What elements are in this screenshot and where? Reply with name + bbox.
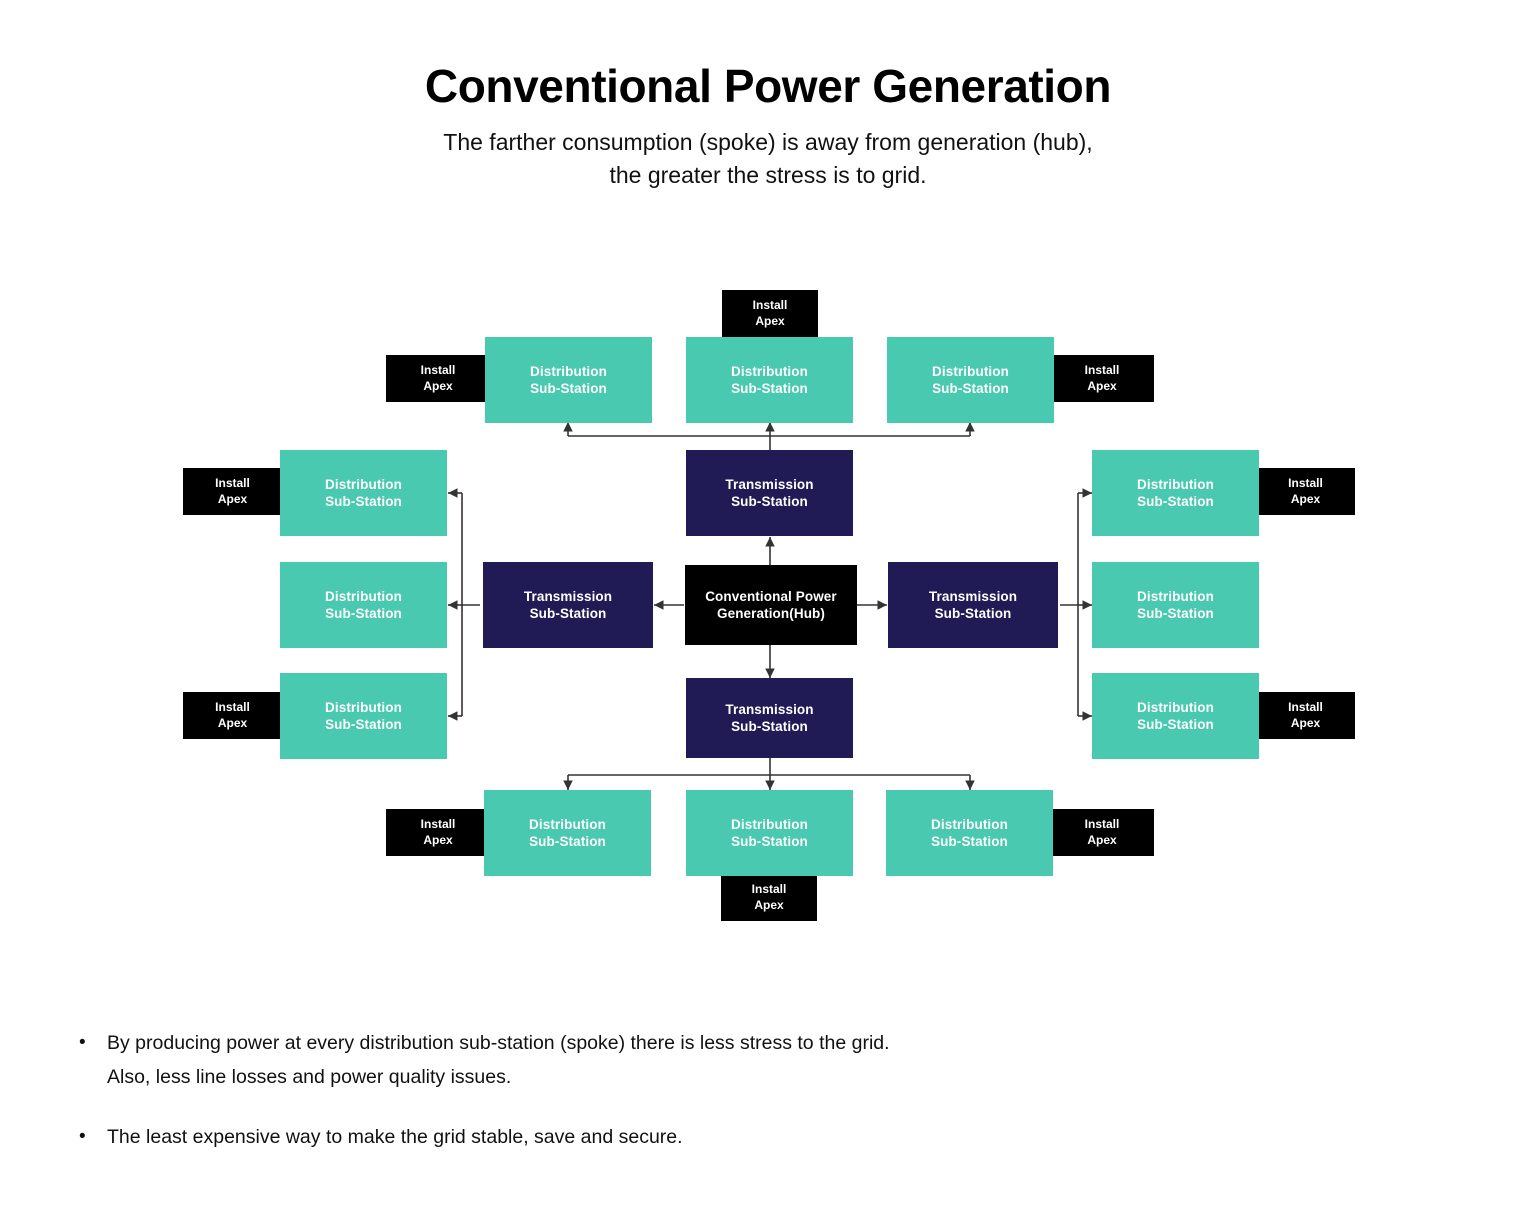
distribution-sub-station-bottom-2[interactable]: Distribution Sub-Station — [686, 790, 853, 876]
apex-tag-top-right[interactable]: Install Apex — [1050, 355, 1154, 402]
node-label: Transmission Sub-Station — [523, 588, 613, 621]
note-line-2: Also, less line losses and power quality… — [107, 1066, 512, 1089]
node-label: Transmission Sub-Station — [928, 588, 1018, 621]
apex-tag-label: Install Apex — [752, 297, 788, 328]
apex-tag-label: Install Apex — [1084, 816, 1120, 847]
subtitle-line-2: the greater the stress is to grid. — [609, 161, 927, 188]
node-label: Distribution Sub-Station — [1137, 588, 1214, 621]
apex-tag-left-1[interactable]: Install Apex — [183, 468, 282, 515]
apex-tag-label: Install Apex — [751, 881, 787, 912]
transmission-sub-station-top[interactable]: Transmission Sub-Station — [686, 450, 853, 536]
distribution-sub-station-left-3[interactable]: Distribution Sub-Station — [280, 673, 447, 759]
node-label: Distribution Sub-Station — [932, 363, 1009, 396]
apex-tag-label: Install Apex — [420, 816, 456, 847]
node-label: Transmission Sub-Station — [725, 701, 814, 734]
node-label: Distribution Sub-Station — [325, 476, 402, 509]
distribution-sub-station-right-3[interactable]: Distribution Sub-Station — [1092, 673, 1259, 759]
list-item: • By producing power at every distributi… — [70, 1026, 1270, 1094]
notes-list: • By producing power at every distributi… — [70, 1026, 1270, 1178]
apex-tag-top-left[interactable]: Install Apex — [386, 355, 490, 402]
conventional-power-generation-hub[interactable]: Conventional Power Generation(Hub) — [685, 565, 857, 645]
apex-tag-label: Install Apex — [215, 699, 250, 730]
apex-tag-label: Install Apex — [1288, 475, 1323, 506]
note-line-1: The least expensive way to make the grid… — [107, 1126, 683, 1149]
node-label: Distribution Sub-Station — [530, 363, 607, 396]
apex-tag-label: Install Apex — [420, 362, 456, 393]
subtitle-line-1: The farther consumption (spoke) is away … — [443, 129, 1093, 156]
node-label: Distribution Sub-Station — [731, 363, 808, 396]
apex-tag-left-3[interactable]: Install Apex — [183, 692, 282, 739]
apex-tag-right-1[interactable]: Install Apex — [1256, 468, 1355, 515]
apex-tag-bottom-right[interactable]: Install Apex — [1050, 809, 1154, 856]
distribution-sub-station-left-1[interactable]: Distribution Sub-Station — [280, 450, 447, 536]
distribution-sub-station-bottom-1[interactable]: Distribution Sub-Station — [484, 790, 651, 876]
distribution-sub-station-left-2[interactable]: Distribution Sub-Station — [280, 562, 447, 648]
page-subtitle: The farther consumption (spoke) is away … — [0, 126, 1536, 191]
distribution-sub-station-top-1[interactable]: Distribution Sub-Station — [485, 337, 652, 423]
transmission-sub-station-left[interactable]: Transmission Sub-Station — [483, 562, 653, 648]
apex-tag-label: Install Apex — [1084, 362, 1120, 393]
apex-tag-top-center[interactable]: Install Apex — [722, 290, 818, 337]
transmission-sub-station-right[interactable]: Transmission Sub-Station — [888, 562, 1058, 648]
page-title: Conventional Power Generation — [424, 60, 1112, 112]
node-label: Distribution Sub-Station — [731, 816, 808, 849]
list-item: • The least expensive way to make the gr… — [70, 1120, 1270, 1154]
distribution-sub-station-top-2[interactable]: Distribution Sub-Station — [686, 337, 853, 423]
distribution-sub-station-right-1[interactable]: Distribution Sub-Station — [1092, 450, 1259, 536]
node-label: Distribution Sub-Station — [1137, 476, 1214, 509]
distribution-sub-station-top-3[interactable]: Distribution Sub-Station — [887, 337, 1054, 423]
bullet-icon: • — [79, 1032, 86, 1053]
node-label: Distribution Sub-Station — [1137, 699, 1214, 732]
bullet-icon: • — [79, 1126, 86, 1148]
node-label: Distribution Sub-Station — [931, 816, 1008, 849]
header: Conventional Power Generation The farthe… — [0, 0, 1536, 192]
distribution-sub-station-right-2[interactable]: Distribution Sub-Station — [1092, 562, 1259, 648]
node-label: Distribution Sub-Station — [325, 588, 402, 621]
apex-tag-bottom-left[interactable]: Install Apex — [386, 809, 490, 856]
transmission-sub-station-bottom[interactable]: Transmission Sub-Station — [686, 678, 853, 758]
node-label: Distribution Sub-Station — [529, 816, 606, 849]
apex-tag-right-3[interactable]: Install Apex — [1256, 692, 1355, 739]
node-label: Conventional Power Generation(Hub) — [705, 588, 837, 621]
distribution-sub-station-bottom-3[interactable]: Distribution Sub-Station — [886, 790, 1053, 876]
note-line-1: By producing power at every distribution… — [107, 1032, 890, 1054]
node-label: Transmission Sub-Station — [725, 476, 814, 509]
apex-tag-label: Install Apex — [1288, 699, 1323, 730]
apex-tag-bottom-center[interactable]: Install Apex — [721, 874, 817, 921]
node-label: Distribution Sub-Station — [325, 699, 402, 732]
apex-tag-label: Install Apex — [215, 475, 250, 506]
